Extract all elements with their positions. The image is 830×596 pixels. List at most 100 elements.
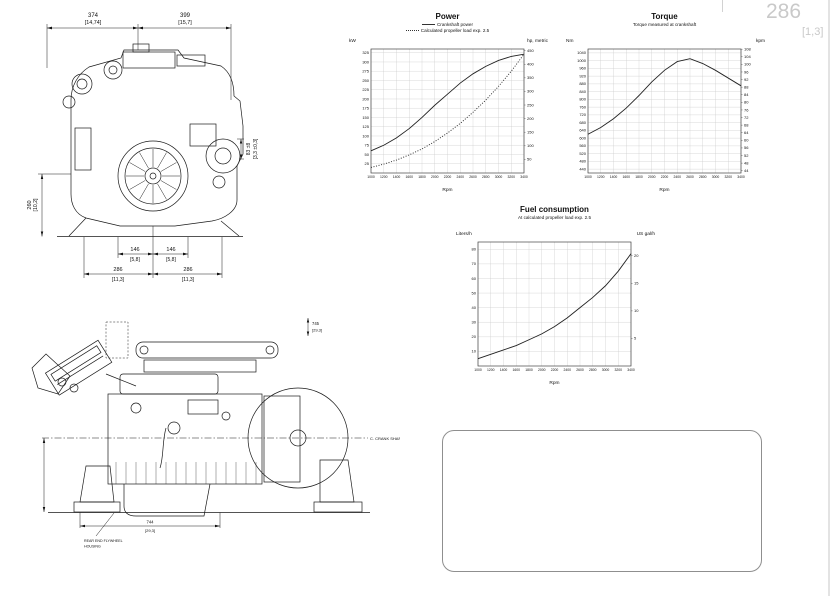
svg-text:960: 960 [579, 66, 586, 71]
svg-text:440: 440 [579, 166, 586, 171]
svg-text:80: 80 [472, 247, 477, 252]
svg-text:1800: 1800 [525, 368, 533, 372]
svg-text:250: 250 [527, 102, 534, 107]
side-dim-length-in: [29,3] [145, 528, 155, 533]
svg-text:2600: 2600 [576, 368, 584, 372]
rear-note-line2: HOUSING [84, 545, 101, 549]
svg-text:1000: 1000 [474, 368, 482, 372]
page-edge [828, 0, 830, 596]
rear-note-line1: REAR END FLYWHEEL [84, 539, 123, 543]
svg-text:3000: 3000 [602, 368, 610, 372]
svg-text:48: 48 [744, 160, 749, 165]
svg-text:1000: 1000 [577, 58, 587, 63]
svg-text:1200: 1200 [380, 175, 388, 179]
dim-374-in: [14,74] [85, 20, 102, 26]
dim-146-right-in: [5,8] [166, 257, 176, 263]
svg-text:3200: 3200 [507, 175, 515, 179]
svg-text:3200: 3200 [724, 175, 732, 179]
svg-text:1600: 1600 [512, 368, 520, 372]
dim-286-right: 286 [183, 267, 192, 273]
front-engine-sketch [57, 43, 244, 237]
svg-text:50: 50 [365, 152, 370, 157]
svg-text:60: 60 [472, 276, 477, 281]
watermark-number: 286 [766, 0, 802, 23]
svg-text:100: 100 [744, 62, 751, 67]
svg-text:50: 50 [527, 157, 532, 162]
svg-text:92: 92 [744, 77, 749, 82]
svg-text:1600: 1600 [405, 175, 413, 179]
svg-text:1400: 1400 [500, 368, 508, 372]
dim-260: 260 [27, 200, 33, 209]
svg-text:3000: 3000 [712, 175, 720, 179]
svg-text:20: 20 [634, 253, 639, 258]
svg-text:72: 72 [744, 115, 749, 120]
side-engine-sketch [31, 321, 370, 517]
dim-146-left-in: [5,8] [130, 257, 140, 263]
svg-text:1200: 1200 [487, 368, 495, 372]
svg-text:560: 560 [579, 143, 586, 148]
svg-text:1000: 1000 [367, 175, 375, 179]
svg-text:2600: 2600 [469, 175, 477, 179]
power-left-axis-unit: kW [349, 39, 356, 44]
svg-text:150: 150 [362, 115, 369, 120]
legend-label-crankshaft: Crankshaft power [436, 22, 473, 27]
power-chart: Power Crankshaft power Calculated propel… [345, 12, 550, 193]
svg-text:76: 76 [744, 107, 749, 112]
svg-text:920: 920 [579, 73, 586, 78]
side-dimension-lines [43, 318, 309, 537]
dim-399: 399 [180, 13, 191, 19]
svg-text:64: 64 [744, 130, 749, 135]
svg-text:75: 75 [365, 143, 370, 148]
svg-text:480: 480 [579, 159, 586, 164]
svg-text:125: 125 [362, 124, 369, 129]
svg-text:400: 400 [527, 62, 534, 67]
dim-260-in: [10,2] [33, 198, 39, 212]
svg-text:2800: 2800 [699, 175, 707, 179]
svg-text:300: 300 [527, 89, 534, 94]
side-dimension-arrows [42, 318, 310, 528]
svg-text:1040: 1040 [577, 50, 587, 55]
svg-text:68: 68 [744, 122, 749, 127]
dim-286-left-in: [11,3] [112, 277, 125, 283]
svg-text:3200: 3200 [614, 368, 622, 372]
svg-text:10: 10 [472, 349, 477, 354]
svg-text:2800: 2800 [589, 368, 597, 372]
svg-text:2200: 2200 [551, 368, 559, 372]
svg-text:2600: 2600 [686, 175, 694, 179]
pulley-spokes [126, 149, 180, 203]
svg-text:1800: 1800 [635, 175, 643, 179]
legend-dotted-line [405, 29, 419, 31]
svg-text:10: 10 [634, 308, 639, 313]
block-ribs [115, 462, 257, 484]
svg-text:96: 96 [744, 69, 749, 74]
svg-text:5: 5 [634, 336, 637, 341]
power-chart-legend: Crankshaft power Calculated propeller lo… [345, 22, 550, 39]
power-x-axis-label: Rpm [442, 188, 453, 193]
svg-text:44: 44 [744, 168, 749, 173]
svg-text:56: 56 [744, 145, 749, 150]
dim-374: 374 [88, 13, 99, 19]
svg-text:20: 20 [472, 334, 477, 339]
svg-text:1000: 1000 [584, 175, 592, 179]
svg-text:2400: 2400 [673, 175, 681, 179]
svg-text:450: 450 [527, 48, 534, 53]
svg-text:40: 40 [472, 305, 477, 310]
svg-text:70: 70 [472, 261, 477, 266]
svg-text:3400: 3400 [627, 368, 635, 372]
notes-box [442, 430, 762, 572]
svg-text:2200: 2200 [444, 175, 452, 179]
svg-text:25: 25 [365, 161, 370, 166]
svg-text:3000: 3000 [495, 175, 503, 179]
svg-text:2200: 2200 [661, 175, 669, 179]
svg-text:720: 720 [579, 112, 586, 117]
fuel-left-axis-unit: Liters/h [456, 232, 472, 237]
svg-text:2000: 2000 [648, 175, 656, 179]
svg-text:100: 100 [527, 143, 534, 148]
svg-text:520: 520 [579, 151, 586, 156]
dim-286-right-in: [11,3] [182, 277, 195, 283]
side-dim-length: 744 [147, 520, 155, 525]
svg-text:2800: 2800 [482, 175, 490, 179]
